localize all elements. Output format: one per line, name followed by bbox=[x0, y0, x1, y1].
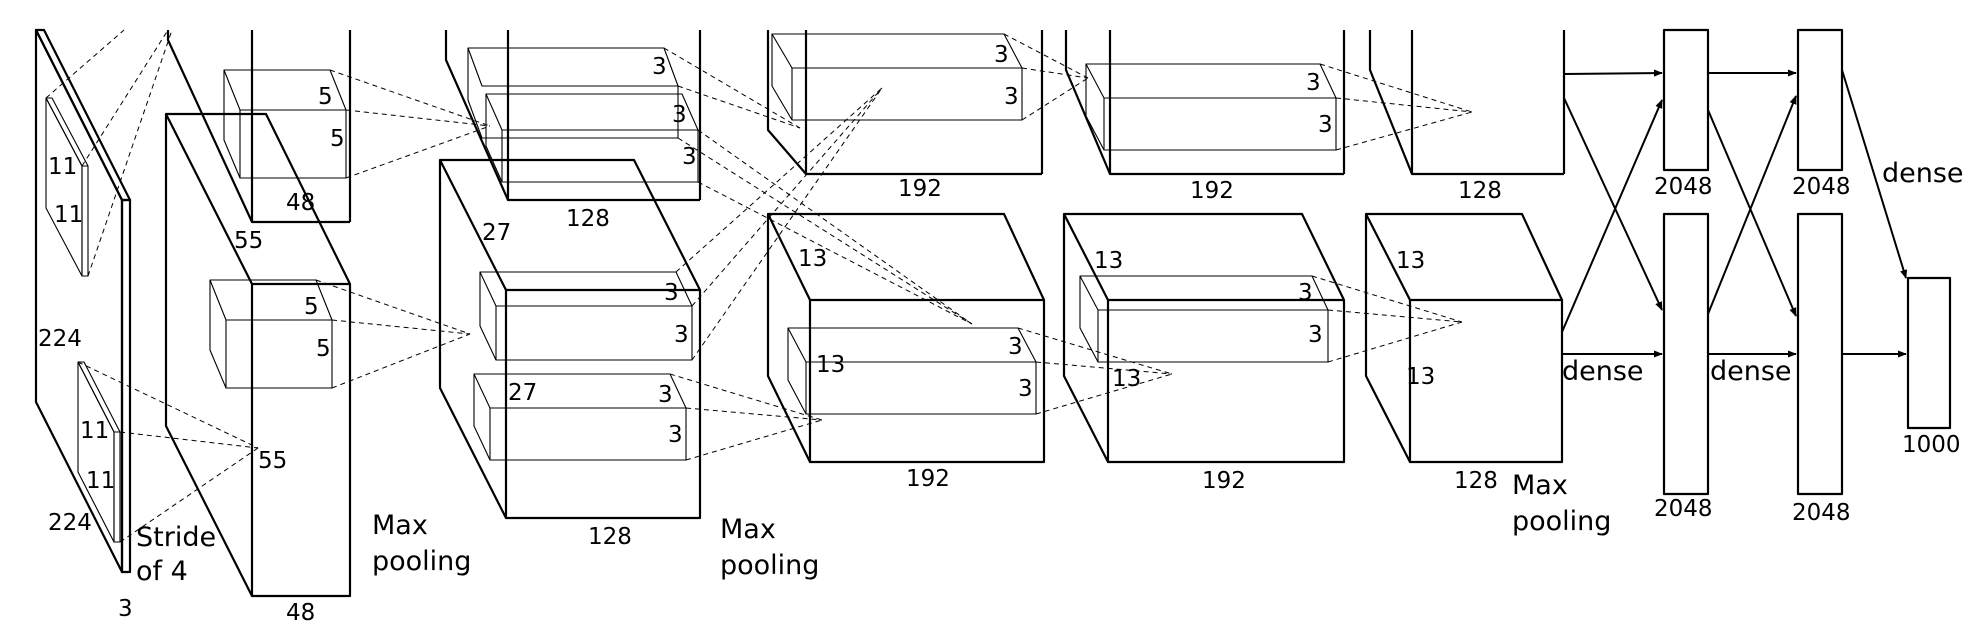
conv4-labels: 13 13 192 192 3 3 3 3 bbox=[1094, 70, 1333, 494]
conv3-size-label: 13 bbox=[798, 246, 827, 272]
conv5-size-label: 13 bbox=[1396, 248, 1425, 274]
dense-label: dense bbox=[1882, 158, 1964, 189]
conv1-kernel-label: 5 bbox=[304, 294, 319, 320]
fc7-bottom-block bbox=[1796, 212, 1844, 496]
svg-text:Max: Max bbox=[720, 514, 776, 545]
input-kernel-label: 11 bbox=[48, 154, 77, 180]
svg-text:Max: Max bbox=[1512, 470, 1568, 501]
conv1-labels: 55 55 48 48 5 5 5 5 bbox=[234, 84, 345, 626]
fc8-output-block bbox=[1906, 276, 1952, 430]
fc8-output-units: 1000 bbox=[1902, 432, 1961, 458]
conv4-depth-bottom-label: 192 bbox=[1202, 468, 1246, 494]
conv4-layer bbox=[1062, 30, 1346, 464]
conv4-kernel-label: 3 bbox=[1318, 112, 1333, 138]
conv2-kernel-label: 3 bbox=[658, 382, 673, 408]
conv5-layer bbox=[1364, 30, 1566, 464]
dense-label: dense bbox=[1562, 356, 1644, 387]
conv3-kernel-label: 3 bbox=[1018, 376, 1033, 402]
input-kernel-label: 11 bbox=[80, 418, 109, 444]
svg-text:pooling: pooling bbox=[720, 550, 819, 581]
input-kernel-label: 11 bbox=[86, 468, 115, 494]
svg-text:pooling: pooling bbox=[1512, 506, 1611, 537]
conv1-layer bbox=[164, 30, 352, 598]
conv3-kernel-label: 3 bbox=[1004, 84, 1019, 110]
svg-text:Max: Max bbox=[372, 510, 428, 541]
conv1-kernel-label: 5 bbox=[330, 126, 345, 152]
conv1-kernel-label: 5 bbox=[316, 336, 331, 362]
connection-arrows bbox=[1561, 69, 1908, 358]
conv2-labels: 27 27 128 128 3 3 3 3 3 3 3 bbox=[482, 54, 697, 550]
conv5-depth-top-label: 128 bbox=[1458, 178, 1502, 204]
conv2-kernel-label: 3 bbox=[668, 422, 683, 448]
conv3-labels: 13 13 192 192 3 3 3 3 bbox=[798, 42, 1033, 492]
conv2-size-label-lower: 27 bbox=[508, 380, 537, 406]
conv2-kernel-3 bbox=[479, 271, 693, 361]
conv3-kernel-top bbox=[771, 33, 1023, 121]
conv2-kernel-label: 3 bbox=[674, 322, 689, 348]
kernel-projection-lines bbox=[45, 29, 1473, 543]
conv4-kernel-label: 3 bbox=[1308, 322, 1323, 348]
conv5-size-label-lower: 13 bbox=[1406, 364, 1435, 390]
conv3-depth-bottom-label: 192 bbox=[906, 466, 950, 492]
conv2-kernel-label: 3 bbox=[652, 54, 667, 80]
fc6-top-block bbox=[1662, 28, 1710, 172]
conv3-size-label-lower: 13 bbox=[816, 352, 845, 378]
fc7-top-units: 2048 bbox=[1792, 174, 1851, 200]
input-kernel-upper bbox=[45, 97, 83, 277]
conv2-layer bbox=[438, 30, 702, 520]
input-depth-label: 3 bbox=[118, 596, 133, 622]
input-labels: 224 224 3 11 11 11 11 Stride of 4 bbox=[38, 154, 216, 622]
fc7-top-block bbox=[1796, 28, 1844, 172]
conv5-depth-bottom-label: 128 bbox=[1454, 468, 1498, 494]
conv3-kernel-label: 3 bbox=[994, 42, 1009, 68]
conv3-depth-top-label: 192 bbox=[898, 176, 942, 202]
conv4-kernel-top bbox=[1085, 63, 1337, 151]
conv1-size-label-lower: 55 bbox=[258, 448, 287, 474]
conv2-size-label: 27 bbox=[482, 220, 511, 246]
pool2-label: Max pooling bbox=[720, 514, 819, 581]
conv5-labels: 13 13 128 128 bbox=[1396, 178, 1502, 494]
conv2-depth-top-label: 128 bbox=[566, 206, 610, 232]
conv2-depth-bottom-label: 128 bbox=[588, 524, 632, 550]
fc6-bottom-units: 2048 bbox=[1654, 496, 1713, 522]
stride-label-line1: Stride bbox=[136, 522, 216, 553]
dense-label: dense bbox=[1710, 356, 1792, 387]
fc-labels: 2048 2048 2048 2048 1000 dense dense den… bbox=[1562, 158, 1964, 526]
input-layer bbox=[34, 28, 132, 574]
conv1-size-label: 55 bbox=[234, 228, 263, 254]
conv1-depth-bottom-label: 48 bbox=[286, 600, 315, 626]
stride-label-line2: of 4 bbox=[136, 556, 188, 587]
conv4-size-label-lower: 13 bbox=[1112, 366, 1141, 392]
input-kernel-label: 11 bbox=[54, 202, 83, 228]
svg-text:pooling: pooling bbox=[372, 546, 471, 577]
conv2-kernel-label: 3 bbox=[672, 102, 687, 128]
input-width-label: 224 bbox=[48, 510, 92, 536]
fc6-top-units: 2048 bbox=[1654, 174, 1713, 200]
fully-connected-layers bbox=[1662, 28, 1952, 496]
conv2-kernel-label: 3 bbox=[682, 144, 697, 170]
conv4-depth-top-label: 192 bbox=[1190, 178, 1234, 204]
conv1-kernel-label: 5 bbox=[318, 84, 333, 110]
conv4-kernel-label: 3 bbox=[1306, 70, 1321, 96]
fc6-bottom-block bbox=[1662, 212, 1710, 496]
fc7-bottom-units: 2048 bbox=[1792, 500, 1851, 526]
conv4-kernel-bottom bbox=[1079, 275, 1329, 363]
conv4-kernel-label: 3 bbox=[1298, 280, 1313, 306]
conv4-size-label: 13 bbox=[1094, 248, 1123, 274]
conv3-kernel-label: 3 bbox=[1008, 334, 1023, 360]
conv2-kernel-label: 3 bbox=[664, 280, 679, 306]
input-height-label: 224 bbox=[38, 326, 82, 352]
pool3-label: Max pooling bbox=[1512, 470, 1611, 537]
conv1-depth-top-label: 48 bbox=[286, 190, 315, 216]
pool1-label: Max pooling bbox=[372, 510, 471, 577]
